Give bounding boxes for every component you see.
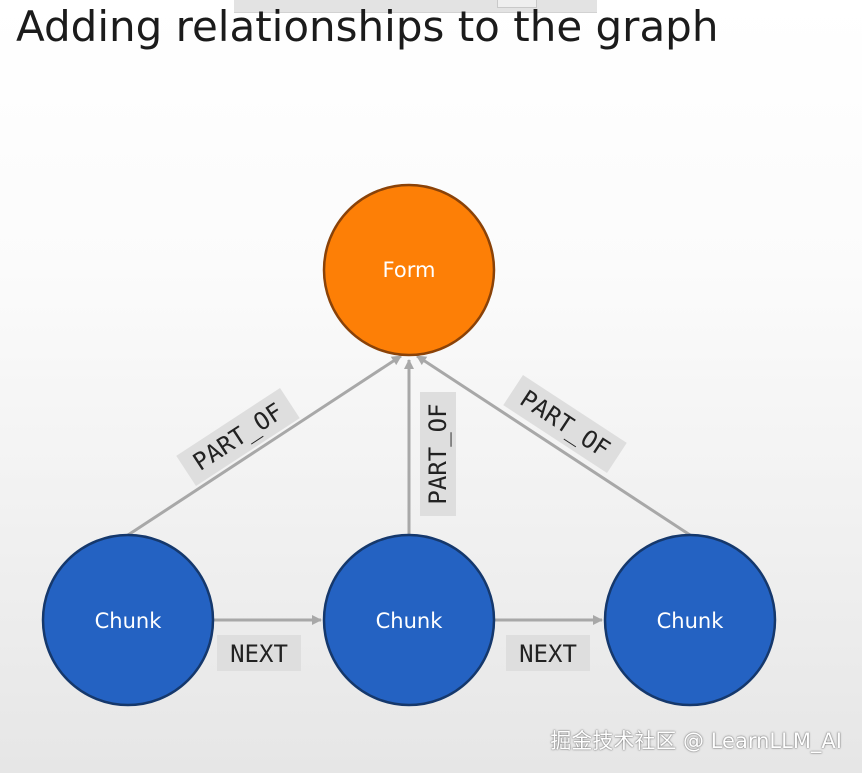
node-chunk-3-circle [603,533,777,707]
edge-part-of-right [416,354,691,537]
label-next-2: NEXT [506,635,590,671]
node-chunk-1-label: Chunk [95,609,163,633]
label-part-of-left: PART_OF [176,387,300,487]
label-next-1-text: NEXT [230,640,288,668]
node-form-circle [322,183,496,357]
label-part-of-middle-text: PART_OF [424,403,452,504]
node-chunk-3[interactable]: Chunk [603,533,777,707]
node-chunk-1-circle [41,533,215,707]
edge-part-of-left [127,354,402,537]
node-form-label: Form [383,258,436,282]
label-next-2-text: NEXT [519,640,577,668]
slide-title: Adding relationships to the graph [16,2,719,51]
watermark: 掘金技术社区 @ LearnLLM_AI [550,729,842,753]
node-chunk-3-label: Chunk [657,609,725,633]
node-chunk-2-circle [322,533,496,707]
node-chunk-1[interactable]: Chunk [41,533,215,707]
label-next-1: NEXT [217,635,301,671]
top-tab-indicator [497,0,537,8]
node-chunk-2-label: Chunk [376,609,444,633]
node-chunk-2[interactable]: Chunk [322,533,496,707]
node-form[interactable]: Form [322,183,496,357]
label-part-of-middle: PART_OF [420,392,456,516]
